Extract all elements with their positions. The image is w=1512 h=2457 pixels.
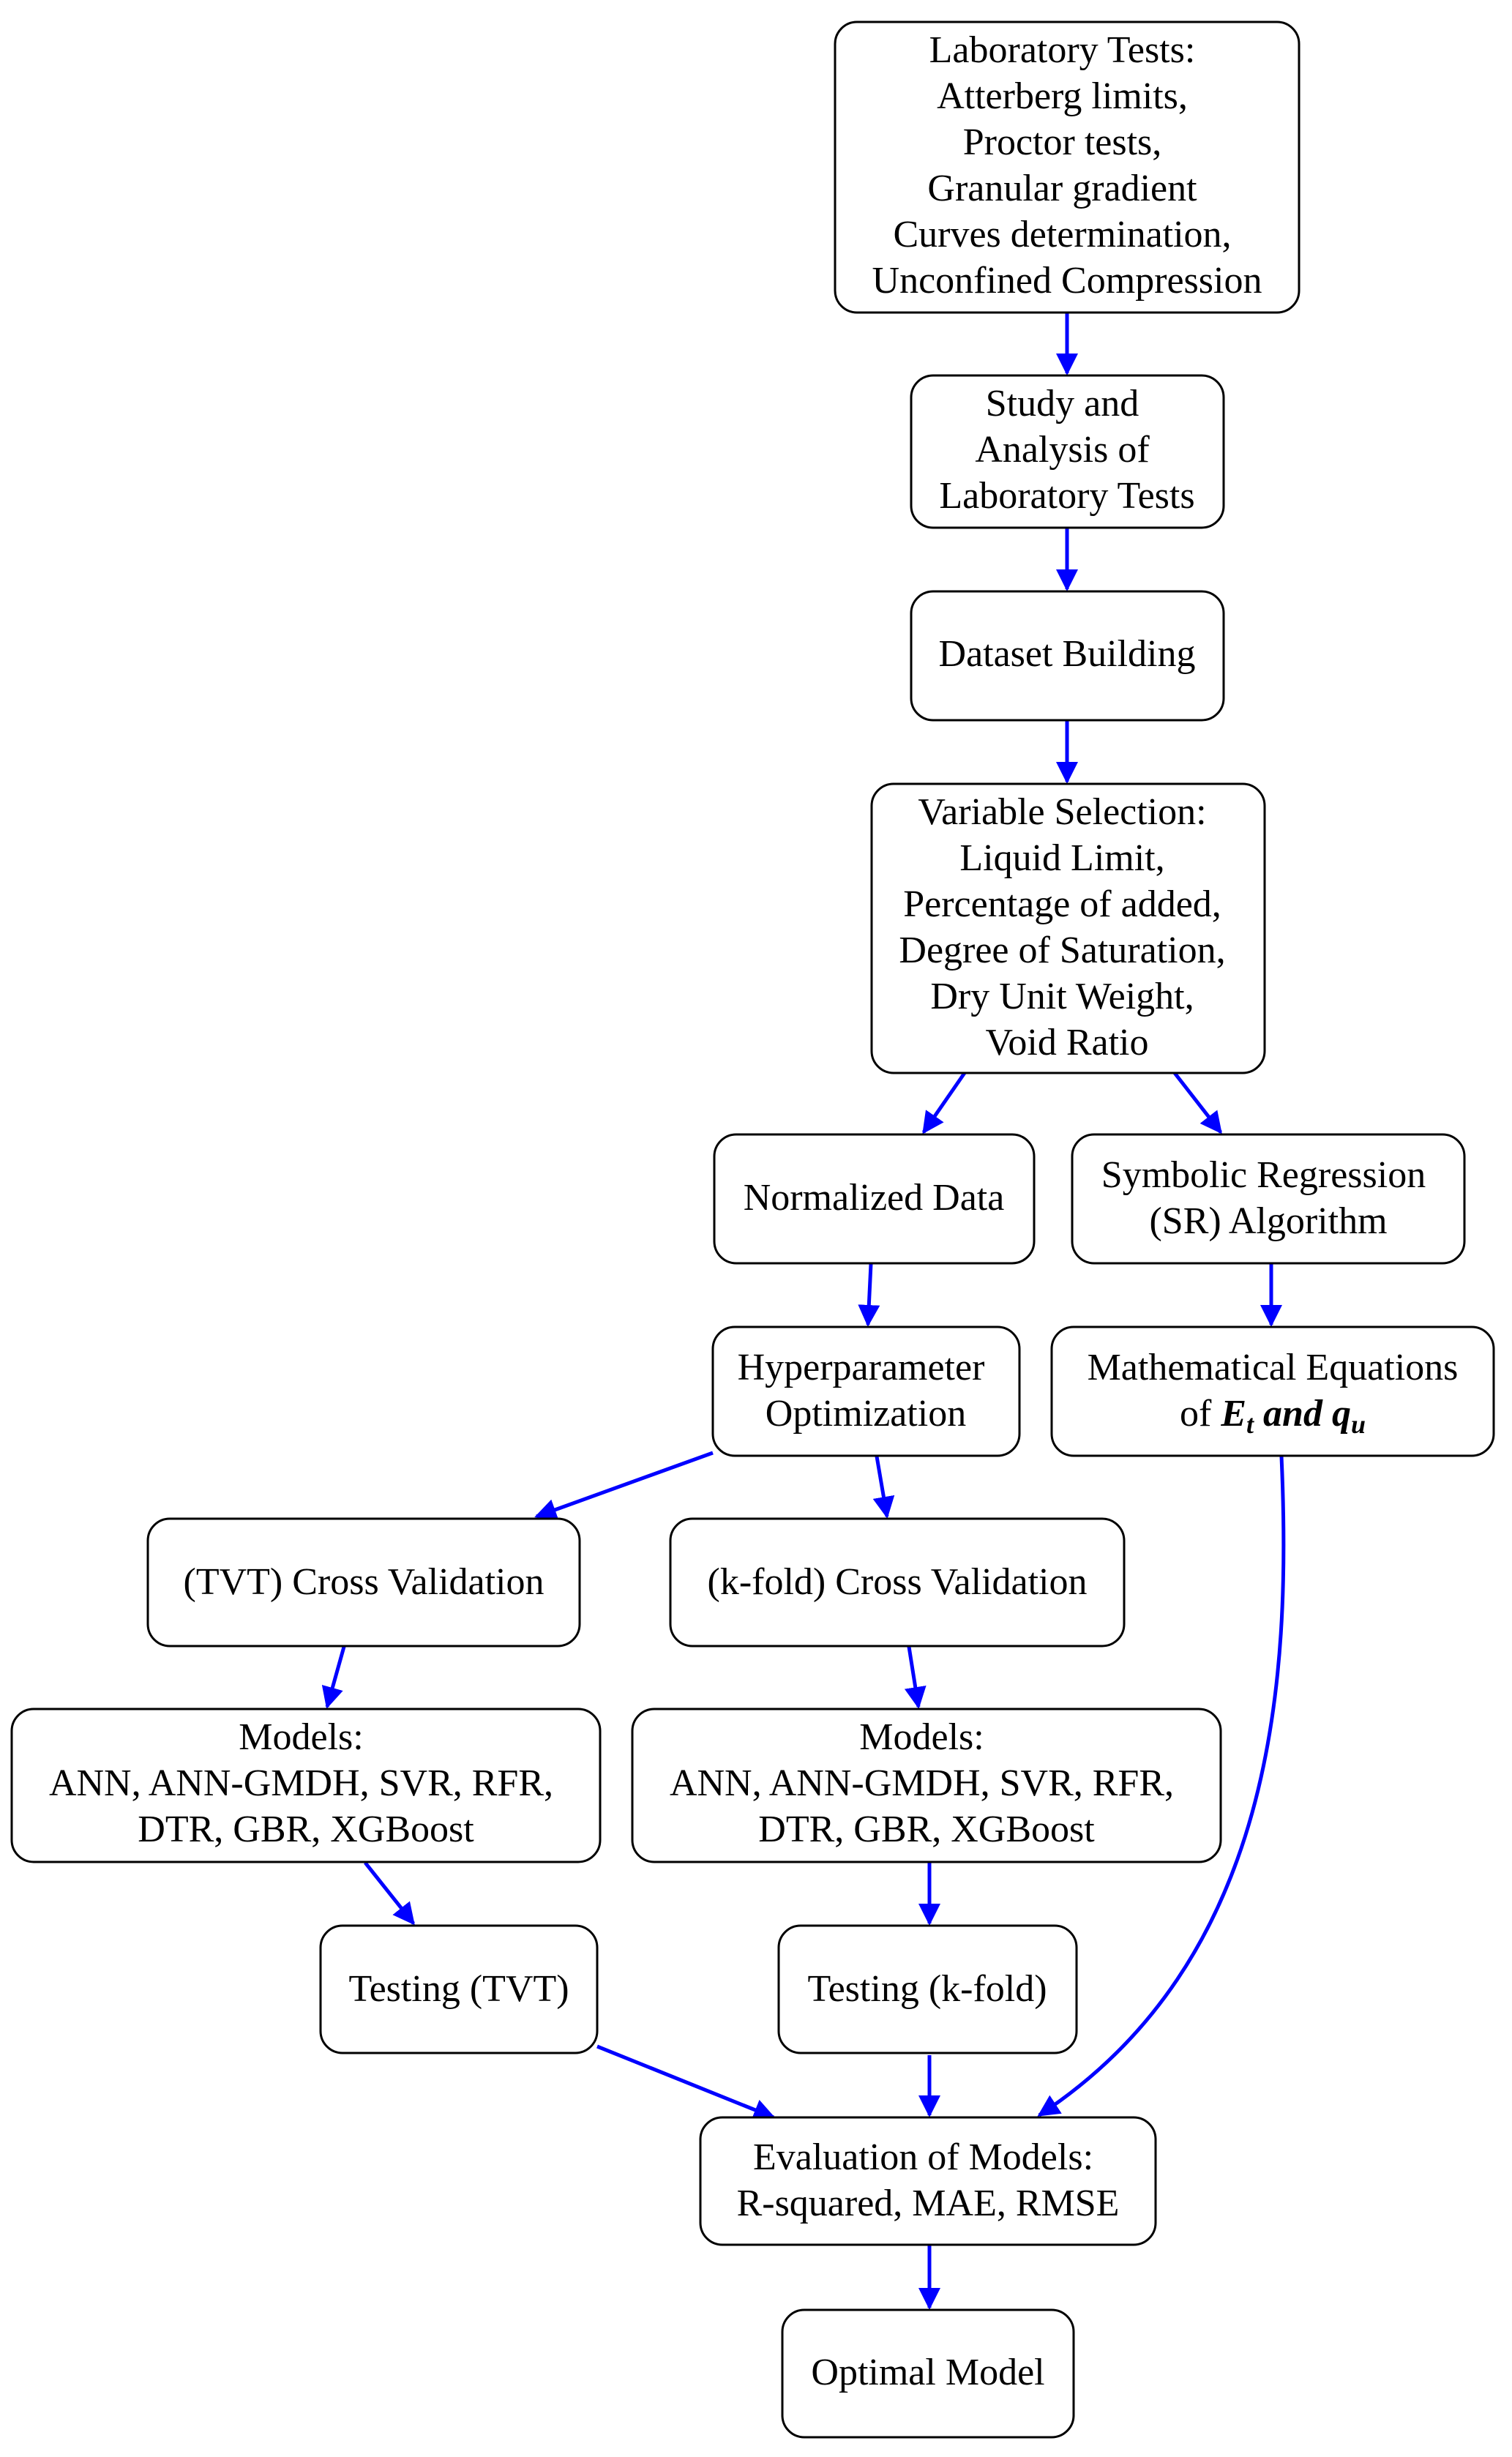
svg-text:Hyperparameter Optimizat: Hyperparameter Optimization bbox=[738, 1347, 995, 1435]
svg-text:Symbolic Regression (SR): Symbolic Regression (SR) Algorithm bbox=[1101, 1154, 1435, 1242]
node-variable-selection: Variable Selection: Liquid Limit, Percen… bbox=[870, 782, 1266, 1074]
study-analysis-line-1: Study and bbox=[986, 383, 1139, 425]
testing-kfold-label: Testing (k-fold) bbox=[807, 1968, 1047, 2010]
tvt-cross-validation-label: (TVT) Cross Validation bbox=[184, 1561, 544, 1603]
math-equations-of: of bbox=[1180, 1393, 1221, 1435]
variable-q: q bbox=[1332, 1393, 1351, 1435]
svg-text:Testing (k-fold): Testing (k-fold) bbox=[807, 1968, 1047, 2010]
svg-text:Variable Selection: Liqu: Variable Selection: Liquid Limit, Percen… bbox=[899, 791, 1235, 1063]
lab-tests-line-3: Proctor tests, bbox=[963, 121, 1162, 163]
lab-tests-line-5: Curves determination, bbox=[893, 214, 1231, 255]
edge-normalized-to-hyperparameter bbox=[858, 1263, 880, 1327]
lab-tests-line-2: Atterberg limits, bbox=[937, 75, 1188, 117]
node-hyperparameter-optimization: Hyperparameter Optimization bbox=[711, 1325, 1021, 1457]
dataset-building-label: Dataset Building bbox=[939, 633, 1196, 675]
variable-selection-line-6: Void Ratio bbox=[986, 1022, 1149, 1063]
kfold-cross-validation-label: (k-fold) Cross Validation bbox=[708, 1561, 1088, 1603]
svg-text:(TVT) Cross Validation: (TVT) Cross Validation bbox=[184, 1561, 544, 1603]
symbolic-regression-line-1: Symbolic Regression bbox=[1101, 1154, 1426, 1196]
svg-text:Mathematical Equations: Mathematical Equations bbox=[1088, 1347, 1459, 1388]
edge-variables-to-normalized bbox=[921, 1072, 967, 1134]
svg-text:Normalized Data: Normalized Data bbox=[744, 1177, 1005, 1219]
svg-text:(k-fold) Cross Validation: (k-fold) Cross Validation bbox=[708, 1561, 1088, 1603]
svg-text:Optimal Model: Optimal Model bbox=[811, 2352, 1044, 2393]
node-testing-tvt: Testing (TVT) bbox=[319, 1924, 599, 2054]
lab-tests-line-6: Unconfined Compression bbox=[872, 260, 1262, 302]
svg-text:Evaluation of Models: R-: Evaluation of Models: R-squared, MAE, RM… bbox=[737, 2136, 1120, 2224]
edges bbox=[321, 313, 1286, 2310]
symbolic-regression-line-2: (SR) Algorithm bbox=[1149, 1200, 1387, 1242]
variable-e-subscript: t bbox=[1246, 1410, 1254, 1439]
node-mathematical-equations: Mathematical Equations of Et and qu bbox=[1050, 1325, 1495, 1457]
node-study-analysis: Study and Analysis of Laboratory Tests bbox=[910, 374, 1225, 529]
svg-text:Models: ANN, ANN-GMDH, S: Models: ANN, ANN-GMDH, SVR, RFR, DTR, GB… bbox=[670, 1716, 1183, 1850]
svg-text:Dataset Building: Dataset Building bbox=[939, 633, 1196, 675]
models-kfold-line-3: DTR, GBR, XGBoost bbox=[758, 1809, 1095, 1850]
variable-selection-line-2: Liquid Limit, bbox=[959, 837, 1164, 879]
node-laboratory-tests: Laboratory Tests: Atterberg limits, Proc… bbox=[834, 20, 1300, 314]
node-testing-kfold: Testing (k-fold) bbox=[777, 1924, 1078, 2054]
edge-hyperparameter-to-tvt bbox=[534, 1451, 714, 1520]
testing-tvt-label: Testing (TVT) bbox=[348, 1968, 569, 2010]
svg-text:Study and Analysis of: Study and Analysis of Laboratory Tests bbox=[939, 383, 1194, 517]
lab-tests-line-1: Laboratory Tests: bbox=[929, 29, 1196, 71]
node-normalized-data: Normalized Data bbox=[713, 1133, 1036, 1265]
variable-selection-line-1: Variable Selection: bbox=[918, 791, 1206, 833]
variable-selection-line-3: Percentage of added, bbox=[903, 883, 1221, 925]
edge-testing-tvt-to-evaluation bbox=[596, 2044, 776, 2120]
node-kfold-cross-validation: (k-fold) Cross Validation bbox=[669, 1517, 1126, 1648]
svg-text:Models: ANN, ANN-GMDH, S: Models: ANN, ANN-GMDH, SVR, RFR, DTR, GB… bbox=[49, 1716, 563, 1850]
variable-selection-line-4: Degree of Saturation, bbox=[899, 930, 1225, 971]
node-models-kfold: Models: ANN, ANN-GMDH, SVR, RFR, DTR, GB… bbox=[631, 1708, 1222, 1863]
math-equations-line-1: Mathematical Equations bbox=[1088, 1347, 1459, 1388]
models-kfold-line-1: Models: bbox=[859, 1716, 984, 1758]
node-models-tvt: Models: ANN, ANN-GMDH, SVR, RFR, DTR, GB… bbox=[10, 1708, 602, 1863]
edge-tvt-to-models bbox=[321, 1646, 346, 1709]
lab-tests-line-4: Granular gradient bbox=[927, 168, 1197, 209]
svg-text:Laboratory Tests: Atterb: Laboratory Tests: Atterberg limits, Proc… bbox=[872, 29, 1262, 302]
edge-variables-to-symbolic bbox=[1173, 1072, 1222, 1134]
node-optimal-model: Optimal Model bbox=[781, 2308, 1075, 2439]
math-equations-and: and bbox=[1254, 1393, 1332, 1435]
node-evaluation-of-models: Evaluation of Models: R-squared, MAE, RM… bbox=[699, 2116, 1157, 2246]
variable-selection-line-5: Dry Unit Weight, bbox=[930, 976, 1194, 1017]
models-tvt-line-1: Models: bbox=[239, 1716, 363, 1758]
edge-models-tvt-to-testing bbox=[364, 1861, 415, 1926]
edge-hyperparameter-to-kfold bbox=[872, 1456, 895, 1519]
edge-kfold-to-models bbox=[904, 1646, 927, 1709]
study-analysis-line-2: Analysis of bbox=[975, 429, 1150, 471]
normalized-data-label: Normalized Data bbox=[744, 1177, 1005, 1219]
optimal-model-label: Optimal Model bbox=[811, 2352, 1044, 2393]
evaluation-line-1: Evaluation of Models: bbox=[753, 2136, 1093, 2178]
node-symbolic-regression: Symbolic Regression (SR) Algorithm bbox=[1071, 1133, 1466, 1265]
study-analysis-line-3: Laboratory Tests bbox=[939, 475, 1194, 517]
edge-math-to-evaluation bbox=[1037, 1456, 1286, 2117]
models-kfold-line-2: ANN, ANN-GMDH, SVR, RFR, bbox=[670, 1762, 1174, 1804]
variable-q-subscript: u bbox=[1351, 1410, 1366, 1439]
node-dataset-building: Dataset Building bbox=[910, 590, 1225, 722]
svg-text:Testing (TVT): Testing (TVT) bbox=[348, 1968, 569, 2010]
node-tvt-cross-validation: (TVT) Cross Validation bbox=[146, 1517, 581, 1648]
models-tvt-line-2: ANN, ANN-GMDH, SVR, RFR, bbox=[49, 1762, 553, 1804]
variable-e: E bbox=[1220, 1393, 1246, 1435]
evaluation-line-2: R-squared, MAE, RMSE bbox=[737, 2183, 1120, 2224]
models-tvt-line-3: DTR, GBR, XGBoost bbox=[138, 1809, 474, 1850]
hyperparameter-line-2: Optimization bbox=[766, 1393, 966, 1435]
hyperparameter-line-1: Hyperparameter bbox=[738, 1347, 985, 1388]
svg-text:of Et and qu: of Et and qu bbox=[1180, 1393, 1366, 1439]
